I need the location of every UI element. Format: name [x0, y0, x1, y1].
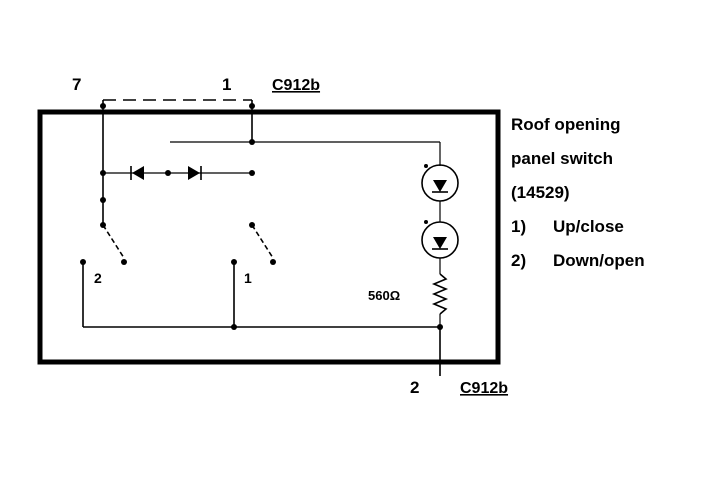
led-upper-icon	[421, 164, 459, 202]
caption-part-number: (14529)	[511, 183, 570, 202]
caption-item-2-text: Down/open	[553, 251, 645, 270]
switch-housing	[37, 109, 501, 365]
caption-title: Roof opening	[511, 115, 621, 134]
diode-right-icon	[188, 166, 202, 180]
led-lower-icon	[421, 220, 459, 259]
diode-string	[103, 166, 255, 180]
caption-item-1-number: 1)	[511, 217, 526, 236]
caption: Roof opening panel switch (14529) 1) Up/…	[511, 115, 645, 270]
pin-1-label: 1	[222, 75, 231, 94]
switch-left-label: 2	[94, 270, 102, 286]
connector-bottom-label: C912b	[460, 380, 508, 397]
pin-7-label: 7	[72, 75, 81, 94]
connector-link	[102, 99, 253, 104]
switch-right-label: 1	[244, 270, 252, 286]
caption-subtitle: panel switch	[511, 149, 613, 168]
junction-top-bus	[249, 139, 255, 145]
switch-down-open	[100, 222, 127, 265]
caption-item-1-text: Up/close	[553, 217, 624, 236]
switch-up-close	[249, 222, 276, 265]
resistor-value: 560Ω	[368, 288, 400, 303]
junction-left-lower	[100, 197, 106, 203]
resistor-icon	[431, 273, 449, 327]
pin-2-label: 2	[410, 378, 419, 397]
diode-left-icon	[130, 166, 144, 180]
connector-top-label: C912b	[272, 77, 320, 94]
caption-item-2-number: 2)	[511, 251, 526, 270]
